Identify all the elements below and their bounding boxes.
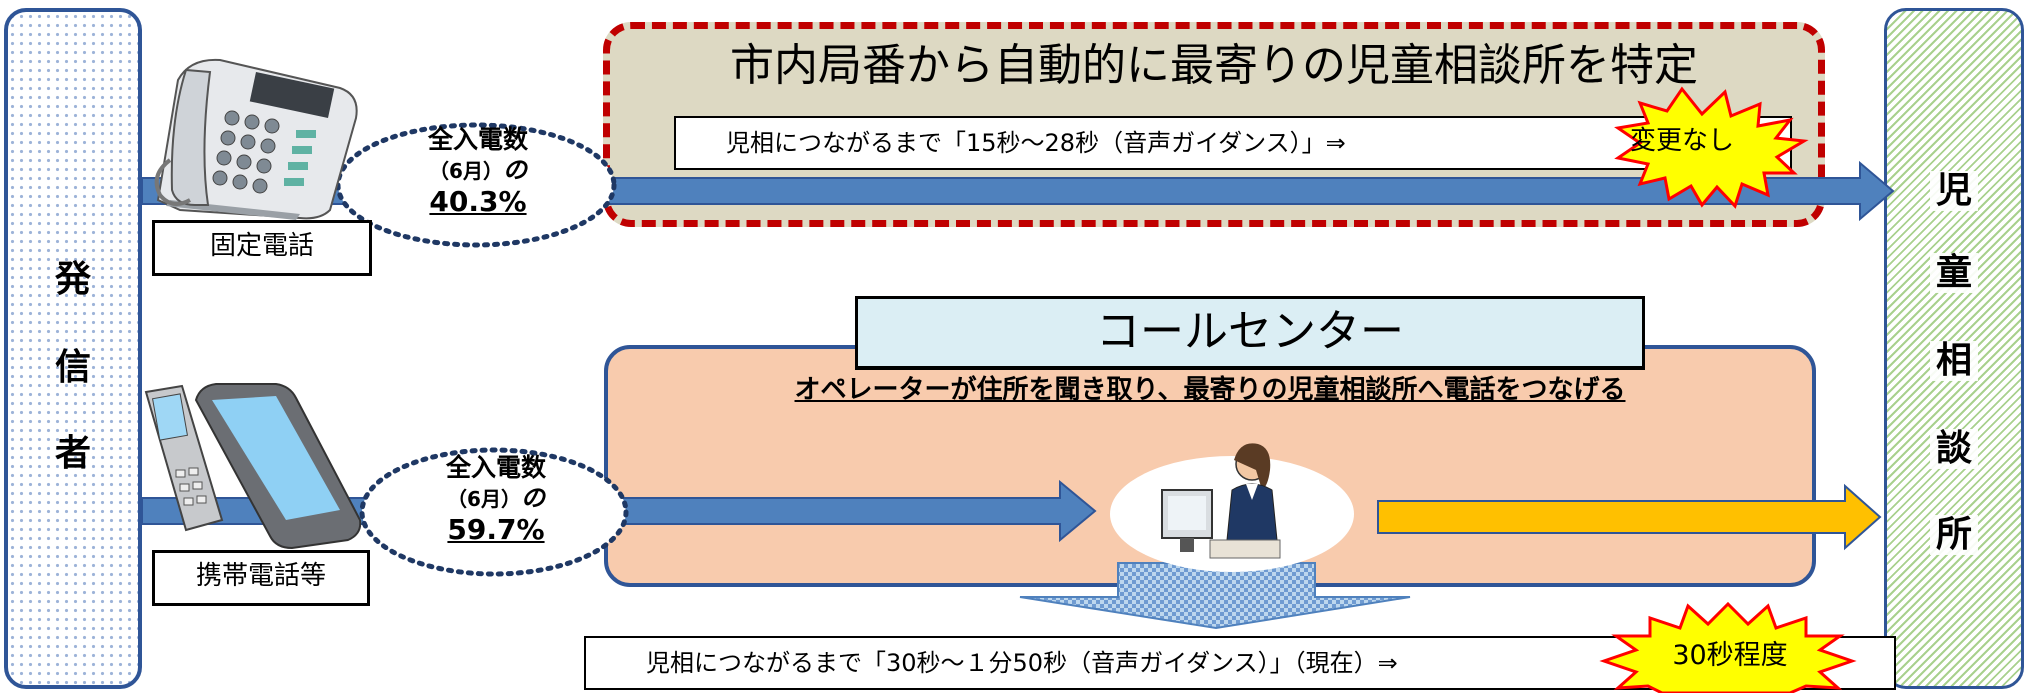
burst-icon — [1614, 86, 1809, 209]
mobile-phones-icon — [144, 383, 362, 550]
mobile-share-stat: 全入電数 （6月）の 59.7% — [386, 453, 606, 546]
mobile-stat-period: （6月）の — [447, 484, 545, 512]
landline-share-stat: 全入電数 （6月）の 40.3% — [368, 125, 588, 218]
receiver-char-3: 相 — [1887, 341, 2021, 381]
operator-icon — [1110, 443, 1354, 572]
call-center-down-arrow — [1019, 562, 1411, 630]
mobile-device-label: 携帯電話等 — [152, 550, 370, 606]
call-center-to-receiver-arrow — [1377, 483, 1882, 551]
sender-char-2: 信 — [54, 347, 91, 388]
call-center-title: コールセンター — [855, 296, 1645, 370]
landline-time-text: 児相につながるまで「15秒〜28秒（音声ガイダンス）」⇒ — [674, 116, 1792, 170]
sender-char-3: 者 — [54, 433, 91, 474]
receiver-column: 児 童 相 談 所 — [1884, 8, 2024, 689]
sender-char-1: 発 — [54, 259, 91, 300]
desk-phone-icon — [154, 58, 358, 220]
thirty-seconds-badge: 30秒程度 — [1672, 640, 1788, 671]
landline-route-title: 市内局番から自動的に最寄りの児童相談所を特定 — [730, 40, 1698, 91]
burst-icon — [1599, 601, 1857, 693]
mobile-stat-ellipse — [359, 447, 629, 577]
landline-stat-period: （6月）の — [429, 156, 527, 184]
receiver-char-1: 児 — [1887, 171, 2021, 211]
call-center-caption: オペレーターが住所を聞き取り、最寄りの児童相談所へ電話をつなげる — [794, 375, 1626, 405]
landline-device-label: 固定電話 — [152, 220, 372, 276]
landline-stat-percent: 40.3% — [429, 185, 527, 218]
no-change-badge: 変更なし — [1629, 126, 1734, 156]
mobile-stat-heading: 全入電数 — [445, 453, 546, 482]
receiver-char-4: 談 — [1887, 429, 2021, 469]
mobile-stat-percent: 59.7% — [447, 513, 545, 546]
receiver-char-2: 童 — [1887, 253, 2021, 293]
receiver-char-5: 所 — [1887, 515, 2021, 555]
landline-stat-heading: 全入電数 — [427, 125, 528, 154]
sender-column: 発 信 者 — [4, 8, 142, 689]
